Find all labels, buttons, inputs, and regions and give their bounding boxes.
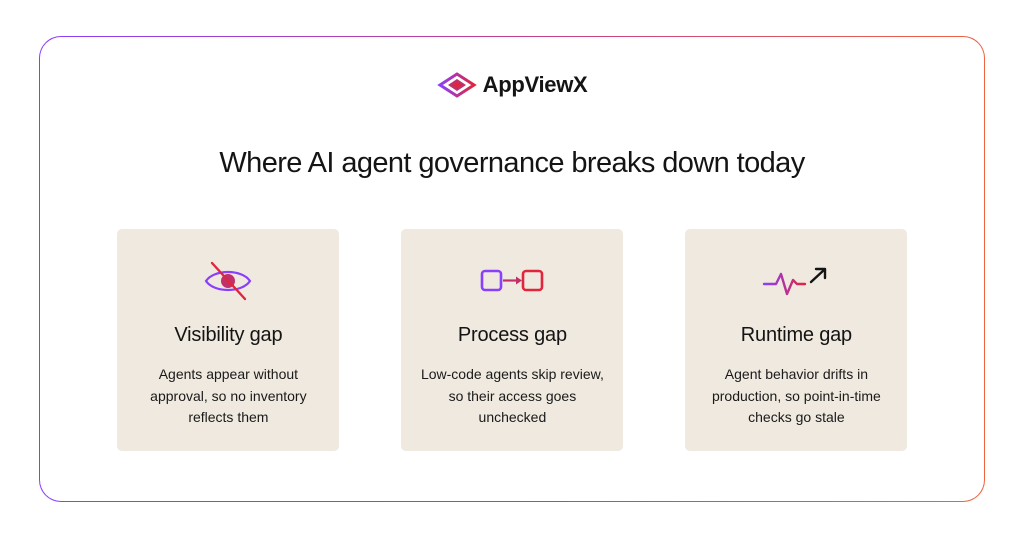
card-title: Runtime gap <box>740 324 852 347</box>
card-runtime-gap: Runtime gap Agent behavior drifts in pro… <box>685 229 908 452</box>
gradient-border-frame: AppViewX Where AI agent governance break… <box>39 36 985 502</box>
card-title: Visibility gap <box>174 324 283 347</box>
pulse-trend-icon <box>685 259 907 303</box>
card-description: Low-code agents skip review, so their ac… <box>420 366 604 426</box>
appviewx-logo-icon <box>436 72 477 99</box>
card-description: Agents appear without approval, so no in… <box>150 366 307 426</box>
page-title: Where AI agent governance breaks down to… <box>219 147 805 180</box>
card-visibility-gap: Visibility gap Agents appear without app… <box>117 229 340 452</box>
brand-logo: AppViewX <box>40 72 983 99</box>
brand-name: AppViewX <box>482 72 588 98</box>
card-description: Agent behavior drifts in production, so … <box>711 366 881 426</box>
card-process-gap: Process gap Low-code agents skip review,… <box>401 229 624 452</box>
eye-slash-icon <box>117 259 339 303</box>
linked-squares-icon <box>401 259 623 303</box>
card-title: Process gap <box>457 324 567 347</box>
content-panel: AppViewX Where AI agent governance break… <box>40 37 984 501</box>
